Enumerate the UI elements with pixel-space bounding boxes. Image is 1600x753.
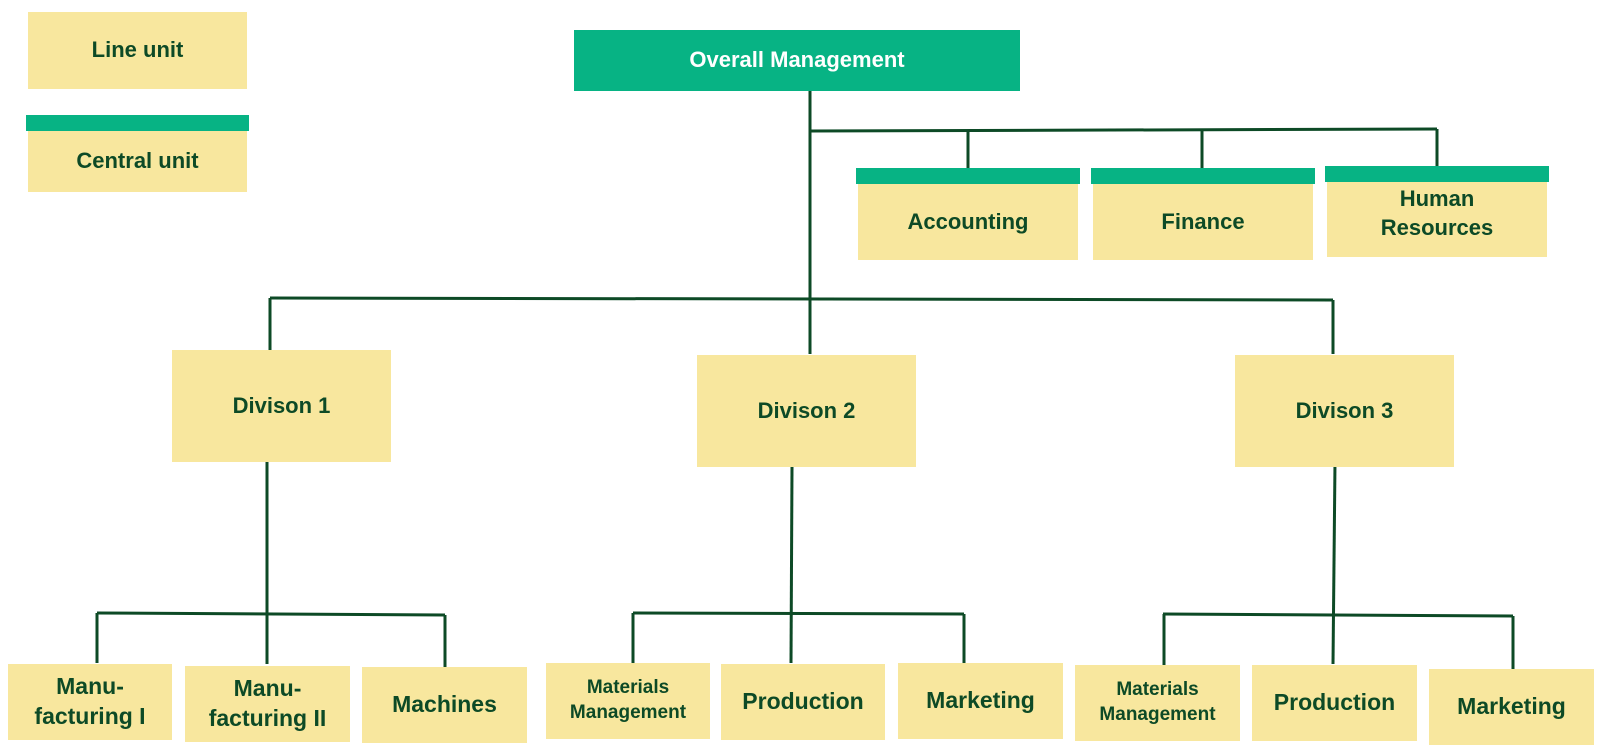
node-label: Accounting <box>907 208 1029 234</box>
central-unit-bar <box>26 115 249 131</box>
node-overall-management[interactable]: Overall Management <box>574 30 1020 91</box>
central-unit-bar <box>1091 168 1315 184</box>
legend-central-unit-label: Central unit <box>76 148 199 174</box>
legend-line-unit-label: Line unit <box>91 37 184 63</box>
node-accounting[interactable]: Accounting <box>856 168 1080 260</box>
node-label: Overall Management <box>689 47 905 73</box>
node-label: Marketing <box>926 687 1035 714</box>
legend-line-unit: Line unit <box>28 12 247 89</box>
node-marketing-3[interactable]: Marketing <box>1429 669 1594 745</box>
node-label: Divison 3 <box>1295 397 1394 423</box>
node-label: Marketing <box>1457 693 1566 720</box>
node-label: Materials Management <box>1099 679 1216 725</box>
connector-line <box>1162 612 1514 618</box>
node-label: Finance <box>1161 208 1245 234</box>
node-manufacturing-1[interactable]: Manu-facturing I <box>8 664 172 740</box>
connector-line <box>809 127 1438 133</box>
node-human-resources[interactable]: Human Resources <box>1325 166 1549 257</box>
connector-line <box>96 611 446 617</box>
connector-line <box>269 296 1334 302</box>
node-label: Materials Management <box>569 677 687 723</box>
node-label: Manu-facturing I <box>34 673 146 729</box>
node-machines[interactable]: Machines <box>362 667 527 743</box>
connector-line <box>632 611 965 616</box>
node-label: Production <box>1273 689 1396 716</box>
node-marketing-2[interactable]: Marketing <box>898 663 1063 739</box>
node-label: Human Resources <box>1380 185 1494 240</box>
central-unit-bar <box>1325 166 1549 182</box>
node-label: Manu-facturing II <box>208 675 327 731</box>
node-label: Production <box>742 688 864 715</box>
node-production-3[interactable]: Production <box>1252 665 1417 741</box>
node-manufacturing-2[interactable]: Manu-facturing II <box>185 666 350 742</box>
node-materials-management-2[interactable]: Materials Management <box>546 663 710 739</box>
legend-central-unit: Central unit <box>26 115 249 192</box>
node-division-2[interactable]: Divison 2 <box>697 355 916 467</box>
connector-line <box>789 466 794 664</box>
node-finance[interactable]: Finance <box>1091 168 1315 260</box>
connector-line <box>1331 461 1337 665</box>
node-label: Machines <box>392 691 497 718</box>
node-production-2[interactable]: Production <box>721 664 885 740</box>
node-division-3[interactable]: Divison 3 <box>1235 355 1454 467</box>
node-label: Divison 2 <box>757 397 856 423</box>
node-materials-management-3[interactable]: Materials Management <box>1075 665 1240 741</box>
central-unit-bar <box>856 168 1080 184</box>
node-label: Divison 1 <box>232 392 331 418</box>
node-division-1[interactable]: Divison 1 <box>172 350 391 462</box>
